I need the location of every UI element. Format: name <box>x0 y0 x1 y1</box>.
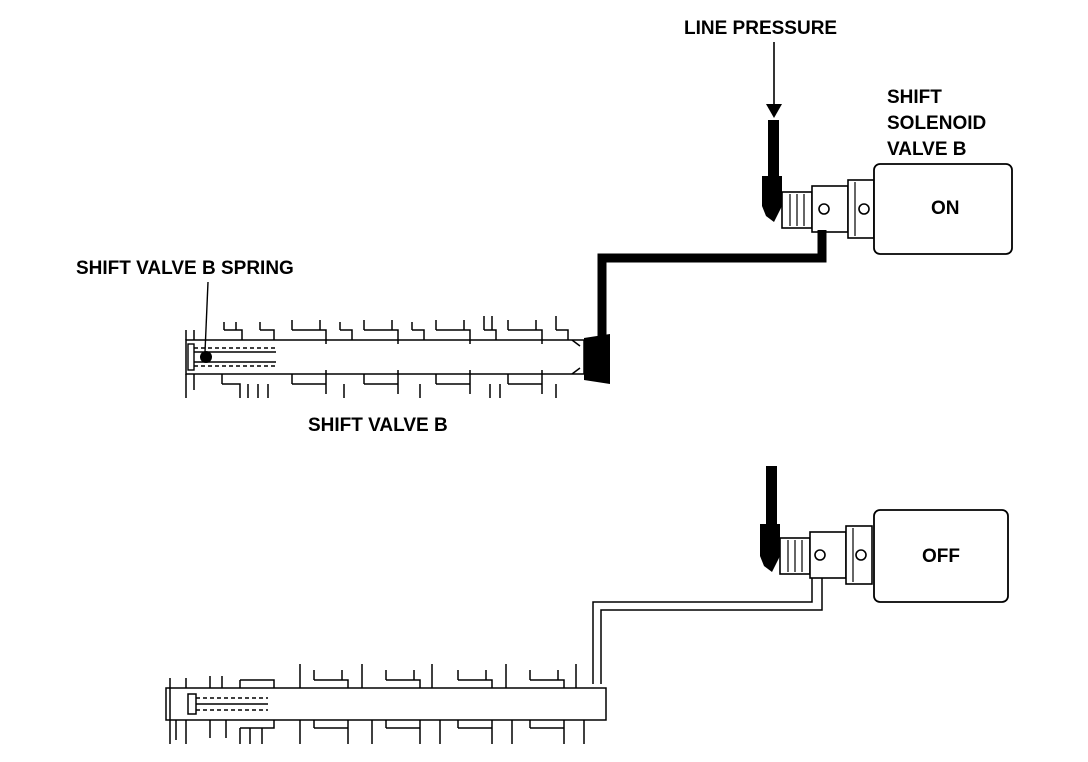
valve-label: SHIFT VALVE B <box>308 415 448 436</box>
shift-valve-b-off <box>165 664 607 744</box>
inlet-pipe-off <box>766 466 777 528</box>
spring-leader <box>204 281 209 353</box>
output-pipe-off-outer <box>592 578 813 684</box>
solenoid-b-off <box>779 509 1009 603</box>
spring-label: SHIFT VALVE B SPRING <box>76 258 294 279</box>
state-off-label: OFF <box>922 546 960 567</box>
solenoid-label-line1: SHIFT <box>887 87 942 108</box>
inlet-fitting-off <box>760 524 780 572</box>
line-pressure-arrow-head <box>766 104 782 118</box>
solenoid-label-line3: VALVE B <box>887 139 967 160</box>
inlet-fitting-on <box>762 176 782 222</box>
shift-valve-b-on <box>185 316 585 398</box>
output-pipe-off-inner <box>600 578 823 684</box>
inlet-pipe-on <box>768 120 779 180</box>
solenoid-b-on <box>781 163 1013 255</box>
spring-ball <box>200 351 212 363</box>
output-pipe-on <box>597 230 827 338</box>
valve-end-chamber-on <box>584 334 610 384</box>
line-pressure-label: LINE PRESSURE <box>684 18 837 39</box>
solenoid-label-line2: SOLENOID <box>887 113 986 134</box>
state-on-label: ON <box>931 198 960 219</box>
